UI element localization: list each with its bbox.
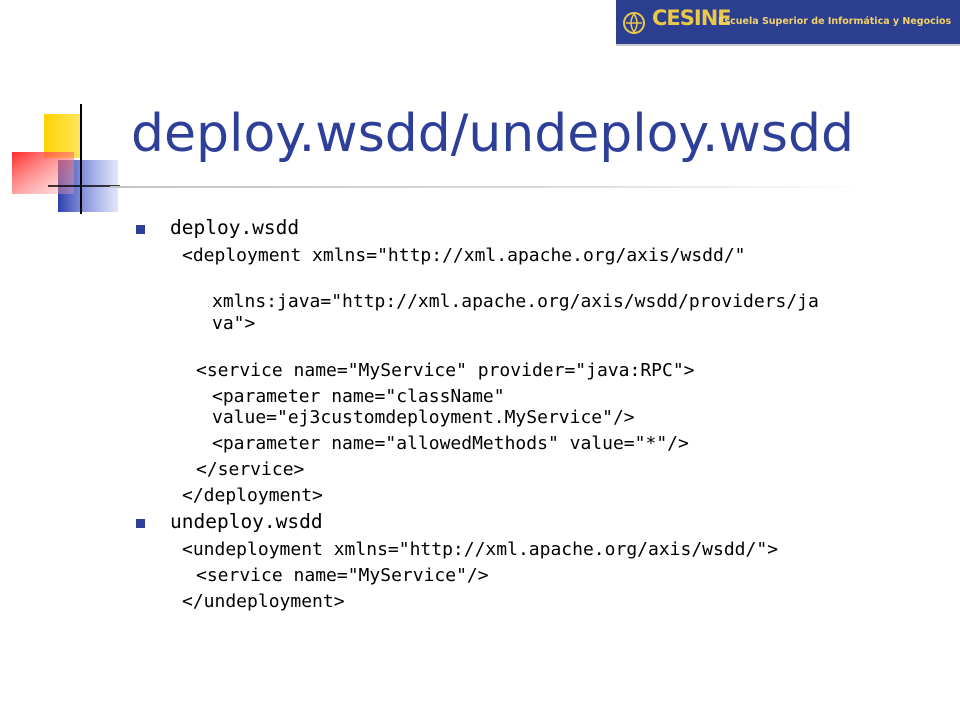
code-line: <undeployment xmlns="http://xml.apache.o… (182, 539, 779, 560)
yellow-block (44, 114, 80, 158)
code-line: value="ej3customdeployment.MyService"/> (212, 407, 635, 428)
logo-tagline: Escuela Superior de Informática y Negoci… (718, 16, 952, 27)
code-line: </service> (196, 459, 305, 480)
code-line: <service name="MyService"/> (196, 565, 489, 586)
code-line: <service name="MyService" provider="java… (196, 360, 695, 381)
bullet-marker (136, 519, 145, 528)
code-line: xmlns:java="http://xml.apache.org/axis/w… (212, 291, 819, 312)
cesine-logo: CESINE Escuela Superior de Informática y… (616, 0, 960, 46)
section-heading-undeploy: undeploy.wsdd (170, 510, 323, 533)
bullet-marker (136, 225, 145, 234)
red-block (12, 152, 74, 194)
slide-title: deploy.wsdd/undeploy.wsdd (131, 104, 855, 164)
code-line: <parameter name="className" (212, 386, 505, 407)
logo-brand: CESINE (652, 6, 732, 30)
code-line: </undeployment> (182, 591, 345, 612)
decorative-blocks (12, 104, 120, 214)
globe-logo-icon (623, 12, 645, 34)
section-heading-deploy: deploy.wsdd (170, 216, 300, 239)
code-line: <parameter name="allowedMethods" value="… (212, 433, 689, 454)
code-line: va"> (212, 313, 256, 334)
code-line: </deployment> (182, 485, 323, 506)
title-underline (110, 186, 870, 188)
code-line: <deployment xmlns="http://xml.apache.org… (182, 245, 746, 266)
